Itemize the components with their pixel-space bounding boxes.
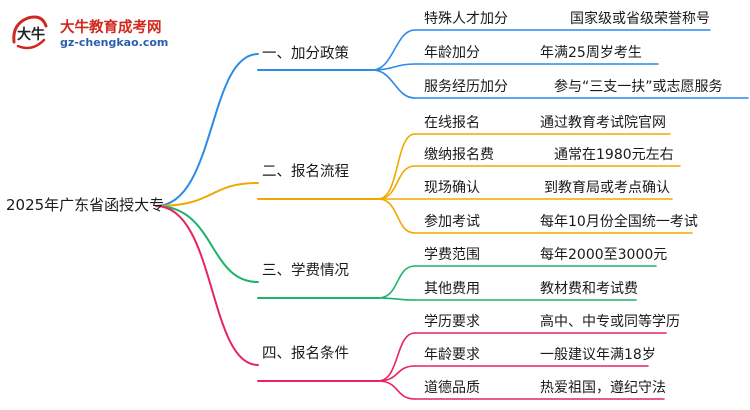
- svg-text:大牛: 大牛: [17, 26, 45, 43]
- logo-url: gz-chengkao.com: [60, 36, 169, 49]
- leaf-connector: [371, 69, 416, 99]
- leaf-connector: [377, 365, 416, 382]
- branch-connector: [155, 205, 259, 283]
- seal-icon: 大牛: [12, 15, 48, 50]
- leaf-connector: [377, 198, 416, 234]
- leaf-detail: 年满25周岁考生: [540, 45, 642, 61]
- leaf-detail: 热爱祖国，遵纪守法: [540, 380, 666, 396]
- leaf-detail: 国家级或省级荣誉称号: [570, 11, 710, 27]
- leaf-detail: 每年10月份全国统一考试: [540, 214, 698, 230]
- leaf-connector: [377, 265, 416, 299]
- leaf-detail: 通过教育考试院官网: [540, 115, 666, 131]
- leaf-detail: 到教育局或考点确认: [544, 180, 670, 196]
- leaf-connector: [377, 380, 416, 400]
- leaf-connector: [371, 29, 416, 71]
- branch-label: 一、加分政策: [262, 46, 349, 62]
- leaf-detail: 通常在1980元左右: [554, 147, 674, 163]
- branch-label: 三、学费情况: [262, 263, 349, 279]
- logo-title: 大牛教育成考网: [60, 20, 162, 36]
- leaf-detail: 一般建议年满18岁: [540, 347, 656, 363]
- leaf-label: 现场确认: [424, 180, 480, 196]
- leaf-label: 在线报名: [424, 115, 480, 131]
- leaf-detail: 高中、中专或同等学历: [540, 314, 680, 330]
- leaf-label: 服务经历加分: [424, 79, 508, 95]
- leaf-label: 道德品质: [424, 380, 480, 396]
- leaf-label: 特殊人才加分: [424, 11, 508, 27]
- leaf-connector: [377, 297, 416, 301]
- leaf-connector: [371, 63, 416, 71]
- branch-connector: [155, 182, 259, 207]
- leaf-label: 其他费用: [424, 281, 480, 297]
- leaf-label: 年龄要求: [424, 347, 480, 363]
- leaf-detail: 教材费和考试费: [540, 281, 638, 297]
- logo: 大牛 大牛教育成考网 gz-chengkao.com: [8, 12, 188, 52]
- leaf-connector: [377, 133, 416, 200]
- leaf-connector: [377, 332, 416, 382]
- root-node: 2025年广东省函授大专: [6, 196, 165, 214]
- leaf-label: 参加考试: [424, 214, 480, 230]
- leaf-label: 缴纳报名费: [424, 147, 494, 163]
- branch-connector: [155, 205, 259, 366]
- leaf-detail: 每年2000至3000元: [540, 247, 668, 263]
- branch-label: 二、报名流程: [262, 164, 349, 180]
- branch-connector: [155, 53, 259, 207]
- leaf-label: 学费范围: [424, 247, 480, 263]
- leaf-detail: 参与“三支一扶”或志愿服务: [554, 79, 723, 95]
- leaf-connector: [377, 165, 416, 200]
- leaf-label: 年龄加分: [424, 45, 480, 61]
- branch-label: 四、报名条件: [262, 346, 349, 362]
- leaf-label: 学历要求: [424, 314, 480, 330]
